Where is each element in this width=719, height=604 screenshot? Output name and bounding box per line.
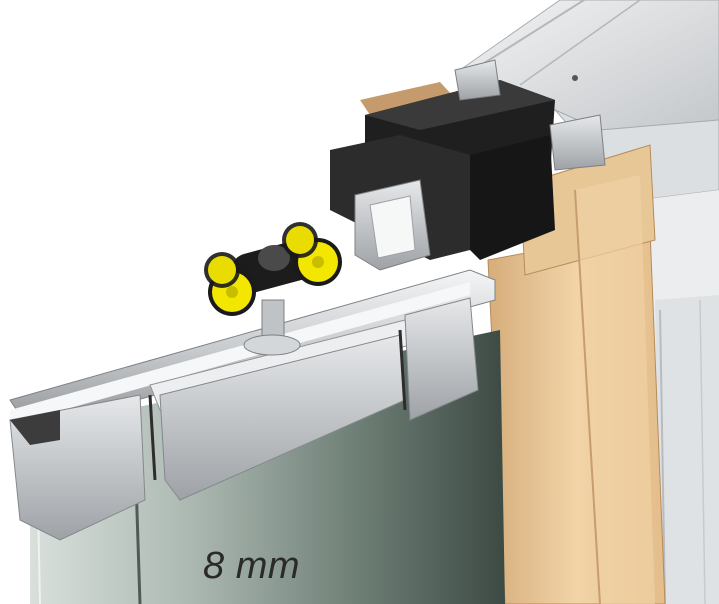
aluminium-door-profile	[9, 297, 479, 541]
aluminium-clips	[354, 59, 606, 271]
glass-thickness-label: 8 mm	[203, 545, 300, 587]
wooden-door-frame	[360, 82, 666, 604]
roller-wheel-icon	[204, 252, 240, 288]
roller-wheel-icon	[282, 222, 318, 258]
